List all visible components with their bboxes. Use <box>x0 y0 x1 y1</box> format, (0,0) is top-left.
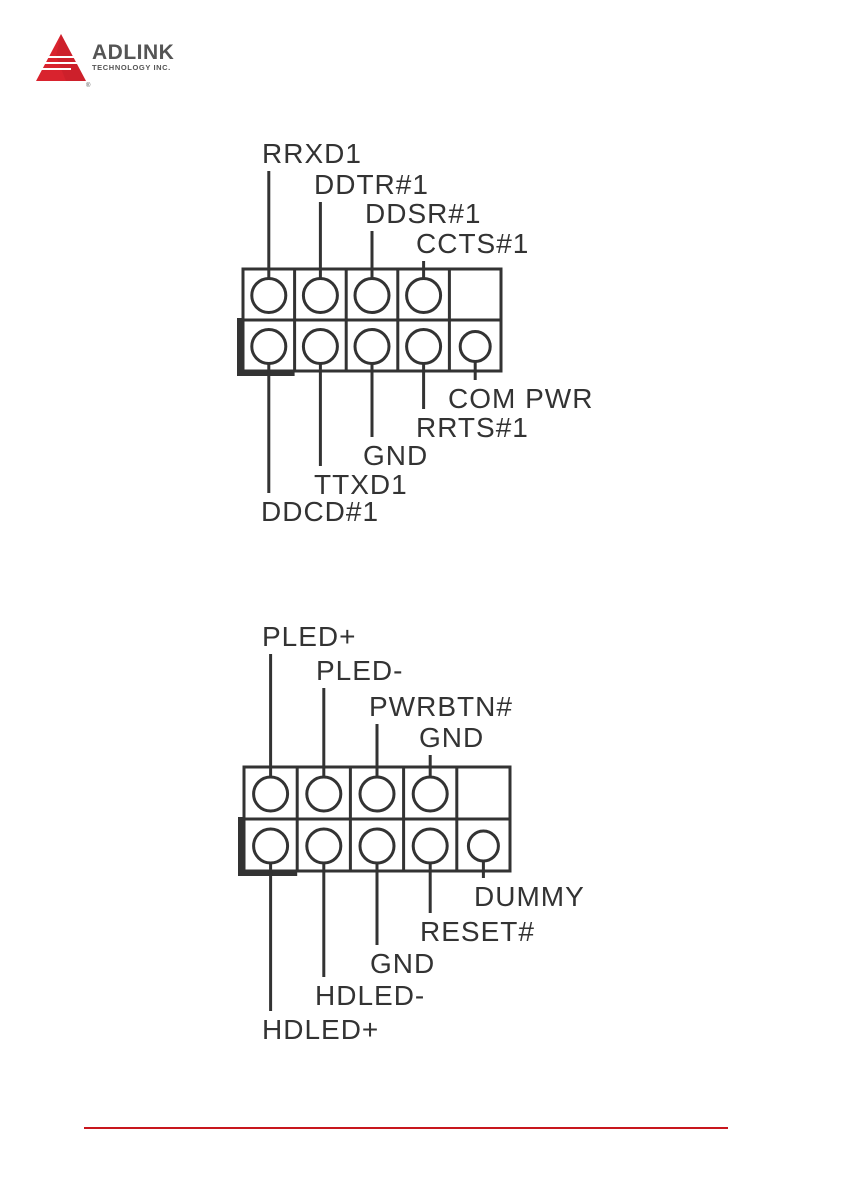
pin <box>254 777 288 811</box>
front-panel-header-diagram: PLED+PLED-PWRBTN#GNDHDLED+HDLED-GNDRESET… <box>241 621 585 1045</box>
pin <box>468 831 498 861</box>
pin-label: PLED- <box>316 655 403 686</box>
pin <box>307 829 341 863</box>
pin-label: COM PWR <box>448 383 593 414</box>
pin-label: DDSR#1 <box>365 198 481 229</box>
pin <box>407 330 441 364</box>
pin <box>460 332 490 362</box>
pin <box>355 330 389 364</box>
pin <box>355 279 389 313</box>
pin <box>252 279 286 313</box>
pin-label: DUMMY <box>474 881 585 912</box>
pin <box>413 777 447 811</box>
pin <box>360 829 394 863</box>
footer-rule <box>84 1127 728 1129</box>
pin-label: GND <box>363 440 428 471</box>
pin <box>307 777 341 811</box>
pin-label: PLED+ <box>262 621 357 652</box>
pin-label: RRXD1 <box>262 138 362 169</box>
pin <box>254 829 288 863</box>
pin <box>413 829 447 863</box>
pin-label: PWRBTN# <box>369 691 513 722</box>
pin-label: TTXD1 <box>314 469 408 500</box>
pin-label: DDTR#1 <box>314 169 429 200</box>
com-header-diagram: RRXD1DDTR#1DDSR#1CCTS#1DDCD#1TTXD1GNDRRT… <box>240 138 593 527</box>
pin <box>407 279 441 313</box>
pin-label: CCTS#1 <box>416 228 529 259</box>
pin-label: GND <box>370 948 435 979</box>
pin-label: HDLED- <box>315 980 425 1011</box>
pin-label: HDLED+ <box>262 1014 379 1045</box>
pin <box>303 330 337 364</box>
pin <box>360 777 394 811</box>
pin-label: RRTS#1 <box>416 412 529 443</box>
pin <box>303 279 337 313</box>
pin-label: RESET# <box>420 916 535 947</box>
pin-label: GND <box>419 722 484 753</box>
pin <box>252 330 286 364</box>
pin-label: DDCD#1 <box>261 496 379 527</box>
